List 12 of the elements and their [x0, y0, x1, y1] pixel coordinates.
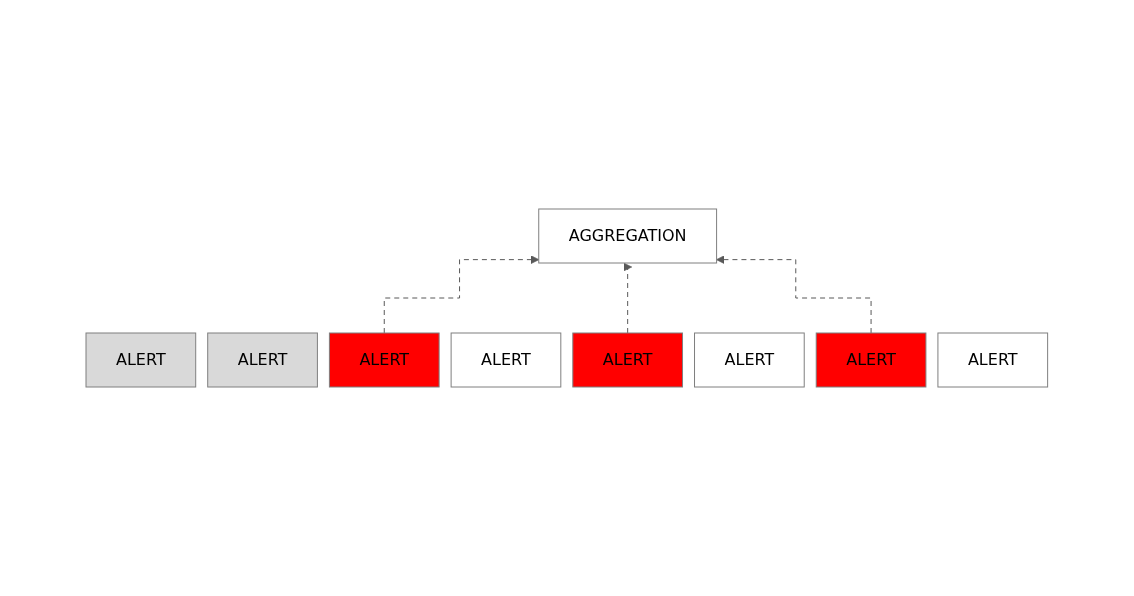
- node-box: ALERT: [572, 332, 684, 388]
- node-box: ALERT: [85, 332, 197, 388]
- node-box: ALERT: [329, 332, 440, 388]
- arrow: [716, 255, 872, 334]
- node-box: ALERT: [450, 332, 562, 388]
- arrow: [383, 255, 540, 334]
- node-box: AGGREGATION: [538, 208, 718, 264]
- node-box: ALERT: [815, 332, 927, 388]
- node-box: ALERT: [207, 332, 319, 388]
- node-box: ALERT: [694, 332, 805, 388]
- node-box: ALERT: [937, 332, 1049, 388]
- arrow: [623, 262, 633, 334]
